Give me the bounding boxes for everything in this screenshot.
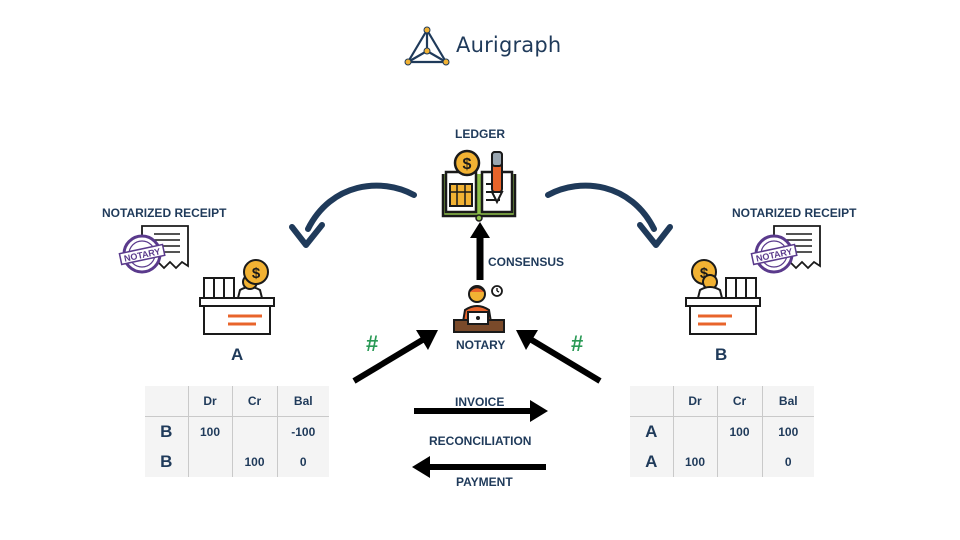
party-a-label: A <box>231 345 244 364</box>
table-cell <box>188 447 233 477</box>
column-header: Dr <box>188 386 233 417</box>
table-row: B 100 0 <box>145 447 329 477</box>
table-cell: 100 <box>188 416 233 447</box>
hash-right-label: # <box>571 331 584 356</box>
consensus-arrow-icon <box>470 222 490 280</box>
hash-left-label: # <box>366 331 379 356</box>
ledger-table-b: Dr Cr Bal A 100 100 A 100 0 <box>630 386 814 477</box>
payment-arrow-icon <box>412 456 546 478</box>
notary-receipt-right-icon: NOTARY <box>750 225 821 274</box>
table-cell <box>717 447 763 477</box>
notary-person-icon <box>453 285 505 333</box>
column-header <box>145 386 189 417</box>
table-cell: A <box>630 447 674 477</box>
arrow-a-to-notary-icon <box>352 330 438 384</box>
table-cell: B <box>145 447 189 477</box>
column-header: Cr <box>232 386 278 417</box>
column-header: Dr <box>673 386 718 417</box>
invoice-label: INVOICE <box>455 395 505 409</box>
table-cell: 0 <box>784 455 792 469</box>
table-cell: -100 <box>291 425 316 439</box>
svg-text:$: $ <box>252 265 261 282</box>
ledger-table-a: Dr Cr Bal B 100 -100 B 100 0 <box>145 386 329 477</box>
logo-text: Aurigraph <box>456 33 562 57</box>
table-cell: B <box>145 416 189 447</box>
arrow-b-to-notary-icon <box>516 330 602 384</box>
table-cell: 100 <box>673 447 718 477</box>
party-a-desk-icon: $ <box>199 259 275 335</box>
table-cell: 100 <box>717 416 763 447</box>
notary-receipt-left-icon: NOTARY <box>118 225 189 274</box>
curved-arrow-left-icon <box>289 182 417 248</box>
table-header-row: Dr Cr Bal <box>145 386 329 417</box>
svg-text:$: $ <box>463 156 472 173</box>
payment-label: PAYMENT <box>456 475 513 489</box>
column-header <box>630 386 674 417</box>
invoice-arrow-icon <box>414 400 548 422</box>
table-cell <box>673 416 718 447</box>
notarized-receipt-right-label: NOTARIZED RECEIPT <box>732 206 857 220</box>
notarized-receipt-left-label: NOTARIZED RECEIPT <box>102 206 227 220</box>
table-cell: 0 <box>299 455 307 469</box>
table-cell: 100 <box>232 447 278 477</box>
column-header: Bal <box>762 386 814 417</box>
table-cell: A <box>630 416 674 447</box>
reconciliation-label: RECONCILIATION <box>429 434 532 448</box>
table-row: A 100 100 <box>630 416 814 447</box>
notary-label: NOTARY <box>456 338 506 352</box>
aurigraph-logo-icon <box>404 26 450 66</box>
table-row: A 100 0 <box>630 447 814 477</box>
consensus-label: CONSENSUS <box>488 255 565 269</box>
column-header: Cr <box>717 386 763 417</box>
party-b-label: B <box>715 345 728 364</box>
column-header: Bal <box>277 386 329 417</box>
party-b-desk-icon: $ <box>685 259 761 335</box>
table-cell: 100 <box>778 425 799 439</box>
svg-text:$: $ <box>700 265 709 282</box>
table-header-row: Dr Cr Bal <box>630 386 814 417</box>
ledger-label: LEDGER <box>455 127 506 141</box>
table-row: B 100 -100 <box>145 416 329 447</box>
ledger-book-icon: $ <box>441 149 517 222</box>
curved-arrow-right-icon <box>545 182 673 248</box>
table-cell <box>232 416 278 447</box>
